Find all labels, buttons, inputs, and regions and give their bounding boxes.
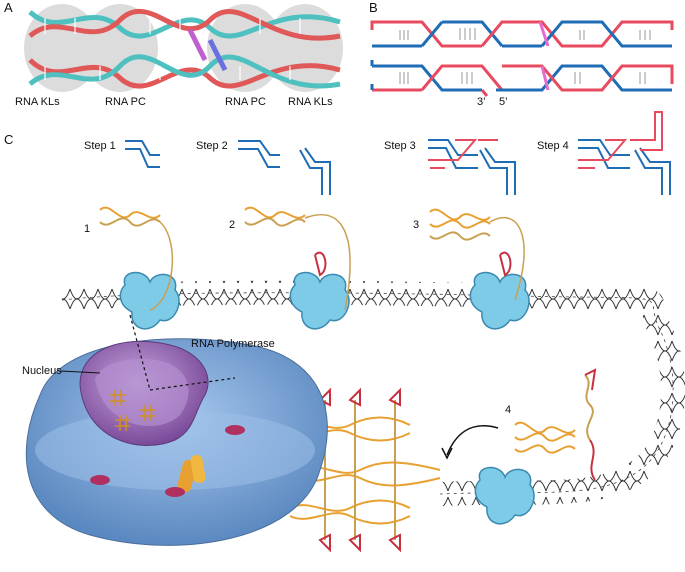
step-4-icon (578, 111, 671, 195)
step-3-label: Step 3 (384, 140, 416, 152)
rna-stage-3 (429, 208, 525, 301)
stage-1-label: 1 (84, 223, 91, 235)
label-3prime: 3’ (477, 96, 486, 108)
label-nucleus: Nucleus (22, 365, 62, 377)
step-2-label: Step 2 (196, 140, 228, 152)
step-2-icon (238, 140, 331, 195)
rna-stage-2 (244, 206, 351, 311)
label-rna-polymerase: RNA Polymerase (191, 338, 275, 350)
rna-stage-4 (514, 368, 597, 481)
rna-polymerase-1 (119, 271, 180, 330)
panel-label-c: C (4, 132, 14, 147)
label-rna-kls-right: RNA KLs (288, 96, 333, 108)
rna-polymerase-2 (289, 271, 350, 330)
step-1-label: Step 1 (84, 140, 116, 152)
zoom-lines (129, 314, 236, 391)
nascent-rnas (99, 206, 597, 553)
rna-stage-1 (99, 206, 173, 311)
stage-2-label: 2 (229, 219, 236, 231)
panel-label-b: B (369, 0, 378, 15)
panel-label-a: A (4, 0, 13, 15)
stage-4-label: 4 (505, 404, 512, 416)
label-rna-kls-left: RNA KLs (15, 96, 60, 108)
step-4-label: Step 4 (537, 140, 569, 152)
dna-strand (60, 280, 685, 506)
nucleus (79, 340, 209, 446)
organelles (90, 425, 245, 497)
label-rna-pc-right: RNA PC (225, 96, 266, 108)
label-5prime: 5’ (499, 96, 508, 108)
nucleus-pointer (59, 370, 101, 374)
step-1-icon (125, 140, 160, 168)
rna-lattice (289, 387, 441, 553)
step-icons (125, 111, 671, 195)
strand-schematic (370, 20, 674, 97)
rna-3d-model (24, 4, 343, 92)
stage-3-label: 3 (413, 219, 420, 231)
rna-polymerase-4 (474, 466, 535, 525)
rna-polymerase-3 (469, 271, 530, 330)
label-rna-pc-left: RNA PC (105, 96, 146, 108)
step-3-icon (428, 139, 516, 195)
